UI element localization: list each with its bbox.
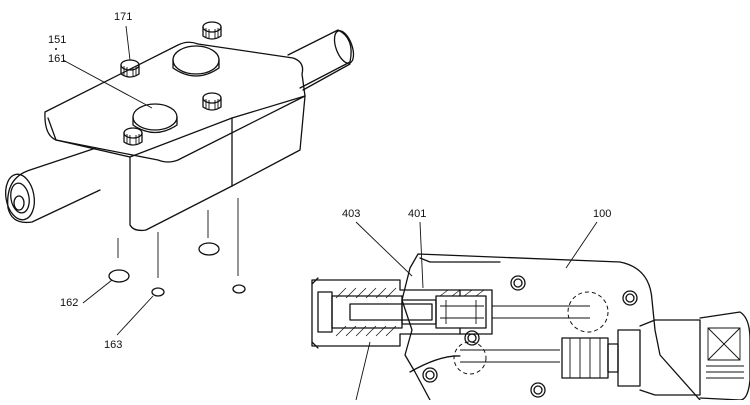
solenoid-connector: [561, 311, 750, 401]
part-labels: 171 151 161 162 163 403 401 100: [48, 11, 611, 351]
o-ring-3: [198, 242, 220, 256]
port-dashed-1: [567, 291, 609, 333]
cap-plug-large-2: [132, 103, 178, 134]
o-ring-163: [151, 287, 165, 297]
label-163: 163: [104, 339, 122, 351]
valve-block: [4, 21, 355, 232]
nut-fitting-3: [202, 92, 222, 111]
o-ring-4: [232, 284, 246, 294]
label-403: 403: [342, 208, 360, 220]
cartridge-housing: [311, 279, 493, 347]
label-401: 401: [408, 208, 426, 220]
cartridge-spool: [349, 303, 433, 321]
label-151: 151: [48, 34, 66, 46]
label-171: 171: [114, 11, 132, 23]
left-spigot: [4, 147, 101, 224]
nut-fitting-2: [202, 21, 222, 40]
label-162: 162: [60, 297, 78, 309]
block-side-face: [231, 95, 306, 187]
cap-plug-large-1: [172, 45, 220, 77]
nut-fitting-4: [123, 127, 143, 146]
section-view: [311, 253, 750, 401]
block-top-face: [44, 41, 306, 163]
label-161: 161: [48, 53, 66, 65]
leader-lines: [62, 25, 598, 401]
o-rings: [108, 198, 246, 297]
valve-body-100: [401, 253, 701, 401]
o-ring-162: [108, 269, 130, 283]
port-dashed-2: [453, 341, 487, 375]
right-spigot: [287, 29, 355, 91]
label-100: 100: [593, 208, 611, 220]
block-front-face: [55, 117, 233, 232]
